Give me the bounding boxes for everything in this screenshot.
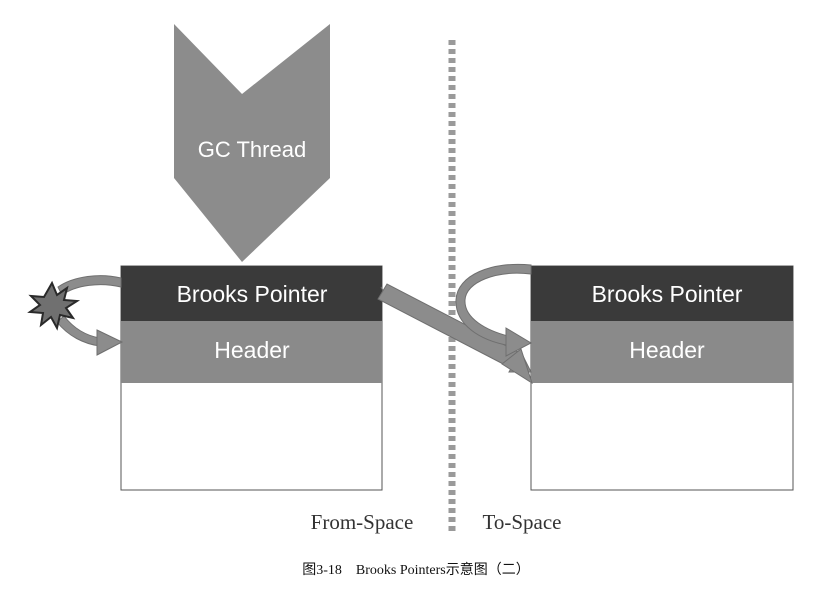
from-self-loop-band xyxy=(57,275,122,296)
forwarding-arrow-shaft xyxy=(377,283,519,368)
from-self-loop-head xyxy=(96,329,124,356)
to-header-field xyxy=(531,321,793,383)
to-space-object: Brooks Pointer Header xyxy=(530,265,794,491)
from-space-label: From-Space xyxy=(311,510,414,534)
from-header-label: Header xyxy=(214,337,290,363)
from-space-object: Brooks Pointer Header xyxy=(120,265,383,491)
to-brooks-pointer-field xyxy=(531,266,793,321)
gc-thread-chevron-shape xyxy=(174,24,330,262)
gc-thread-arrow: GC Thread xyxy=(174,24,330,262)
from-self-loop-lower-band xyxy=(56,315,101,347)
to-space-label: To-Space xyxy=(483,510,562,534)
from-brooks-pointer-field xyxy=(121,266,382,321)
forwarding-arrow-head xyxy=(501,348,533,385)
gc-thread-label: GC Thread xyxy=(198,137,306,162)
from-self-reference-arrow xyxy=(27,275,124,356)
burst-icon xyxy=(27,280,81,331)
to-header-label: Header xyxy=(629,337,705,363)
to-self-reference-arrow xyxy=(455,263,533,357)
to-self-loop-head xyxy=(505,327,533,357)
from-header-field xyxy=(121,321,382,383)
to-brooks-pointer-label: Brooks Pointer xyxy=(592,281,743,307)
from-brooks-pointer-label: Brooks Pointer xyxy=(177,281,328,307)
figure-caption: 图3-18 Brooks Pointers示意图（二） xyxy=(302,561,530,578)
forwarding-pointer-arrow xyxy=(377,283,533,385)
